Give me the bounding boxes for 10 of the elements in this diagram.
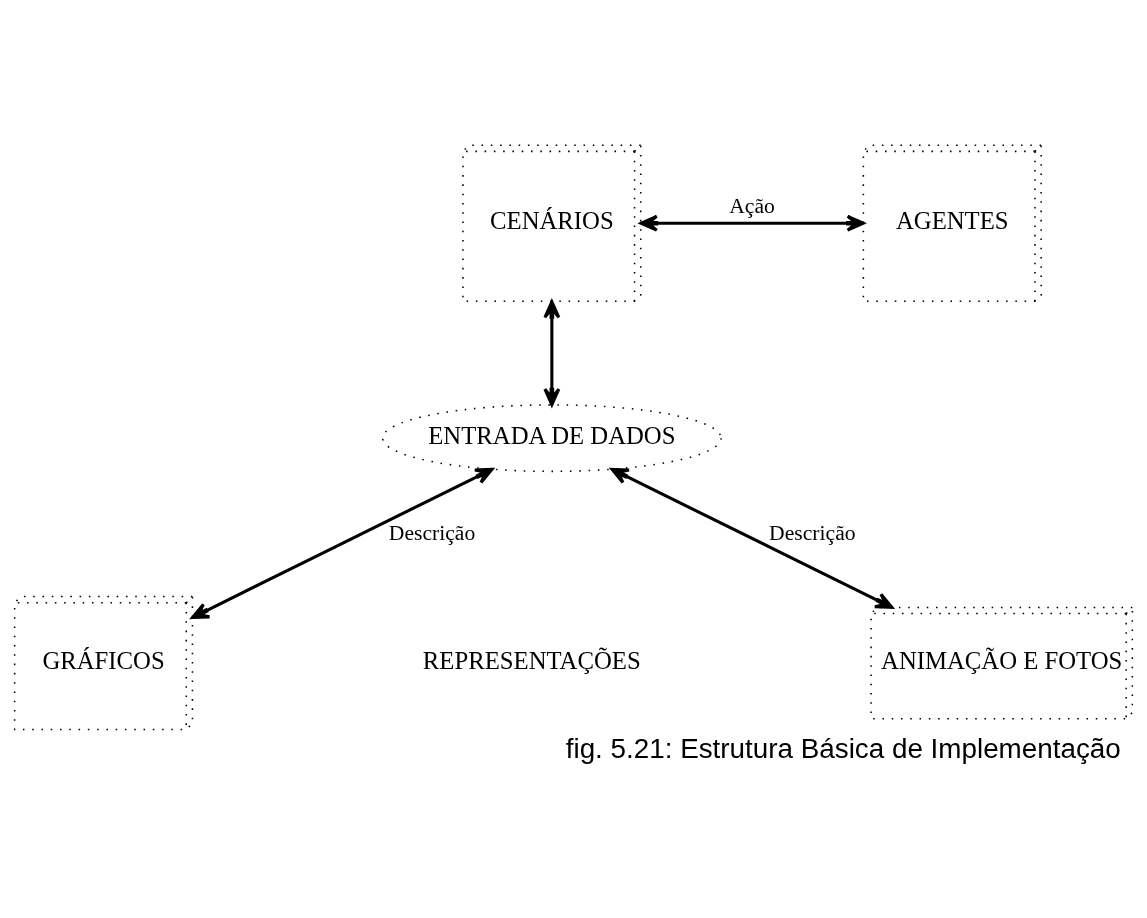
edge-label: Descrição xyxy=(769,520,856,545)
edge-label: Descrição xyxy=(388,520,476,545)
edge-label: Ação xyxy=(729,193,775,218)
arrow xyxy=(543,300,561,407)
arrow xyxy=(610,467,894,609)
arrow xyxy=(191,467,494,619)
caption: fig. 5.21: Estrutura Básica de Implementação xyxy=(565,732,1121,764)
arrow xyxy=(639,214,865,232)
label: REPRESENTAÇÕES xyxy=(422,646,641,674)
node-ellipse: ENTRADA DE DADOS xyxy=(381,404,722,473)
